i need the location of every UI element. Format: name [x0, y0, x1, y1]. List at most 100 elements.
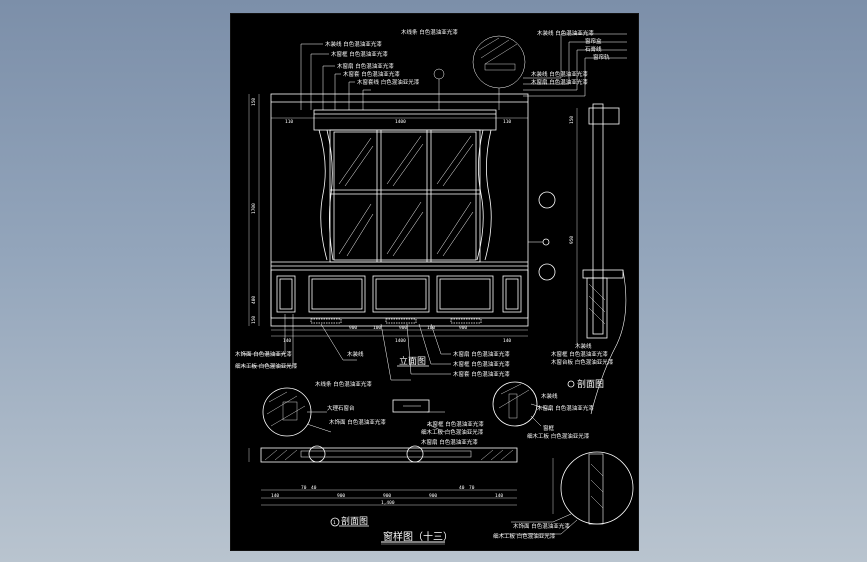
callout-cb-8: 木窗扇 白色混油亚光漆	[421, 438, 478, 446]
detail-circle-right	[492, 381, 538, 427]
callout-cb-3: 木窗套 白色混油亚光漆	[453, 370, 510, 378]
top-right-leaders	[523, 33, 627, 97]
callout-tr-2: 窗帘盒	[585, 37, 602, 45]
callout-sr-3: 木窗台板 白色混油亚光漆	[551, 358, 614, 366]
dim-left-2: 1700	[251, 203, 257, 214]
dim-sec-small-1: 70	[301, 485, 307, 491]
right-section-wall	[592, 103, 604, 335]
ref-bubble-top	[433, 68, 445, 80]
panel-5	[502, 275, 522, 313]
callout-sr-4: 木装线	[541, 392, 558, 400]
dim-top-2: 1400	[395, 119, 406, 125]
dim-sec-2: 900	[337, 493, 345, 499]
callout-tr-1: 木装线 白色混油亚光漆	[537, 29, 594, 37]
callout-mr-1: 木装线 白色混油亚光漆	[531, 70, 588, 78]
callout-cb-6: 细木工板 白色混油亚光漆	[421, 428, 484, 436]
callout-lb-1: 木饰面 白色混油亚光漆	[235, 350, 292, 358]
panel-1	[276, 275, 296, 313]
callout-cb-1: 木窗扇 白色混油亚光漆	[453, 350, 510, 358]
bottom-section-title: 剖面图	[341, 515, 368, 527]
elevation-title: 立面图	[399, 355, 426, 367]
callout-top-1: 木装线 白色混油亚光漆	[325, 40, 382, 48]
dim-left-4: 150	[251, 316, 257, 324]
callout-lb-3: 木线条 白色混油亚光漆	[315, 380, 372, 388]
section-strip-detail-1	[308, 445, 326, 463]
detail-circle-hatch	[478, 37, 518, 71]
callout-top-4: 木窗扇 白色混油亚光漆	[337, 62, 394, 70]
callout-top-5: 木窗套 白色混油亚光漆	[343, 70, 400, 78]
section-strip-detail-2	[406, 445, 424, 463]
callout-sr-1: 木装线	[575, 342, 592, 350]
dim-sec-1: 140	[271, 493, 279, 499]
dim-mid-4: 100	[427, 325, 435, 331]
vent-2	[385, 318, 417, 324]
dim-left-3: 400	[251, 296, 257, 304]
callout-cb-2: 木窗框 白色混油亚光漆	[453, 360, 510, 368]
elevation-view: 110 1400 110 900 100 900 100 900 140 140…	[248, 28, 627, 344]
callout-sr-5: 木窗扇 白色混油亚光漆	[537, 404, 594, 412]
vent-1	[310, 318, 342, 324]
curtain-right	[476, 129, 492, 261]
right-section-curve	[590, 269, 627, 415]
elevation-lower-callouts: 木饰面 白色混油亚光漆 细木工板 白色混油亚光漆 木线条 白色混油亚光漆 木装线…	[235, 314, 510, 388]
main-drawing-title: 窗样图（十三）	[383, 530, 453, 543]
panel-3	[372, 275, 430, 313]
cad-drawing: 110 1400 110 900 100 900 100 900 140 140…	[235, 28, 634, 545]
callout-top-3: 木窗框 白色混油亚光漆	[331, 50, 388, 58]
dim-top-1: 110	[285, 119, 293, 125]
window-frame-inner	[333, 131, 477, 261]
sill-detail	[392, 399, 430, 413]
section-marker-2	[538, 263, 556, 281]
callout-sr-2: 木窗框 白色混油亚光漆	[551, 350, 608, 358]
top-leaders	[300, 35, 526, 110]
dim-mid-2: 100	[373, 325, 381, 331]
callout-sr-6: 细木工板 白色混油亚光漆	[527, 432, 590, 440]
section-strip	[260, 447, 518, 463]
right-section-bubble	[567, 380, 575, 388]
dim-sec-small-4: 70	[469, 485, 475, 491]
dim-sec-small-2: 40	[311, 485, 317, 491]
dim-top-3: 110	[503, 119, 511, 125]
panel-4	[436, 275, 494, 313]
bottom-section-bubble	[330, 517, 340, 527]
panel-5-inner	[505, 278, 519, 310]
right-section-title: 剖面图	[577, 378, 604, 390]
panel-4-inner	[439, 278, 491, 310]
dim-sec-total: 1,400	[381, 500, 395, 506]
callout-lb-2: 细木工板 白色混油亚光漆	[235, 362, 298, 370]
callout-br-1: 木饰面 白色混油亚光漆	[513, 522, 570, 530]
window-frame	[329, 129, 481, 263]
callout-tr-4: 窗帘轨	[593, 53, 610, 61]
glass-hatching	[338, 135, 474, 257]
dim-mid-1: 900	[349, 325, 357, 331]
detail-circle-top	[472, 35, 526, 89]
callout-cb-7: 木窗框 白色混油亚光漆	[427, 420, 484, 428]
dim-mid-5: 900	[459, 325, 467, 331]
dim-bot-1: 140	[283, 338, 291, 344]
dim-bot-2: 1400	[395, 338, 406, 344]
panel-2	[308, 275, 366, 313]
panel-3-inner	[375, 278, 427, 310]
dim-sec-4: 900	[429, 493, 437, 499]
callout-tr-3: 石膏线	[585, 45, 602, 53]
detail-circle-bottom-right	[560, 451, 634, 525]
section-marker-1	[538, 191, 556, 209]
axis-marker	[542, 238, 550, 246]
dado-band	[270, 269, 529, 319]
dim-sec-3: 900	[383, 493, 391, 499]
dim-bot-3: 140	[503, 338, 511, 344]
dim-mid-3: 900	[399, 325, 407, 331]
bottom-section-view: 大理石窗台 木饰面 白色混油亚光漆 细木工板 白色混油亚光漆 木窗框 白色混油亚…	[248, 381, 634, 545]
callout-top-6: 木窗套线 白色混油亚光漆	[357, 78, 420, 86]
curtain-left	[318, 129, 334, 261]
callout-br-2: 细木工板 白色混油亚光漆	[493, 532, 556, 540]
panel-2-inner	[311, 278, 363, 310]
bubble-number: 1	[333, 520, 336, 526]
right-section-view: 150 950 木装线 木窗框 白色混油亚光漆 木窗台板 白色混油亚光漆 剖面图	[551, 103, 627, 415]
dim-sec-small-3: 40	[459, 485, 465, 491]
callout-mr-2: 木窗扇 白色混油亚光漆	[531, 78, 588, 86]
cad-viewport[interactable]: 110 1400 110 900 100 900 100 900 140 140…	[230, 13, 639, 551]
vent-3	[450, 318, 482, 324]
dim-right-1: 150	[569, 116, 575, 124]
dim-sec-5: 140	[495, 493, 503, 499]
